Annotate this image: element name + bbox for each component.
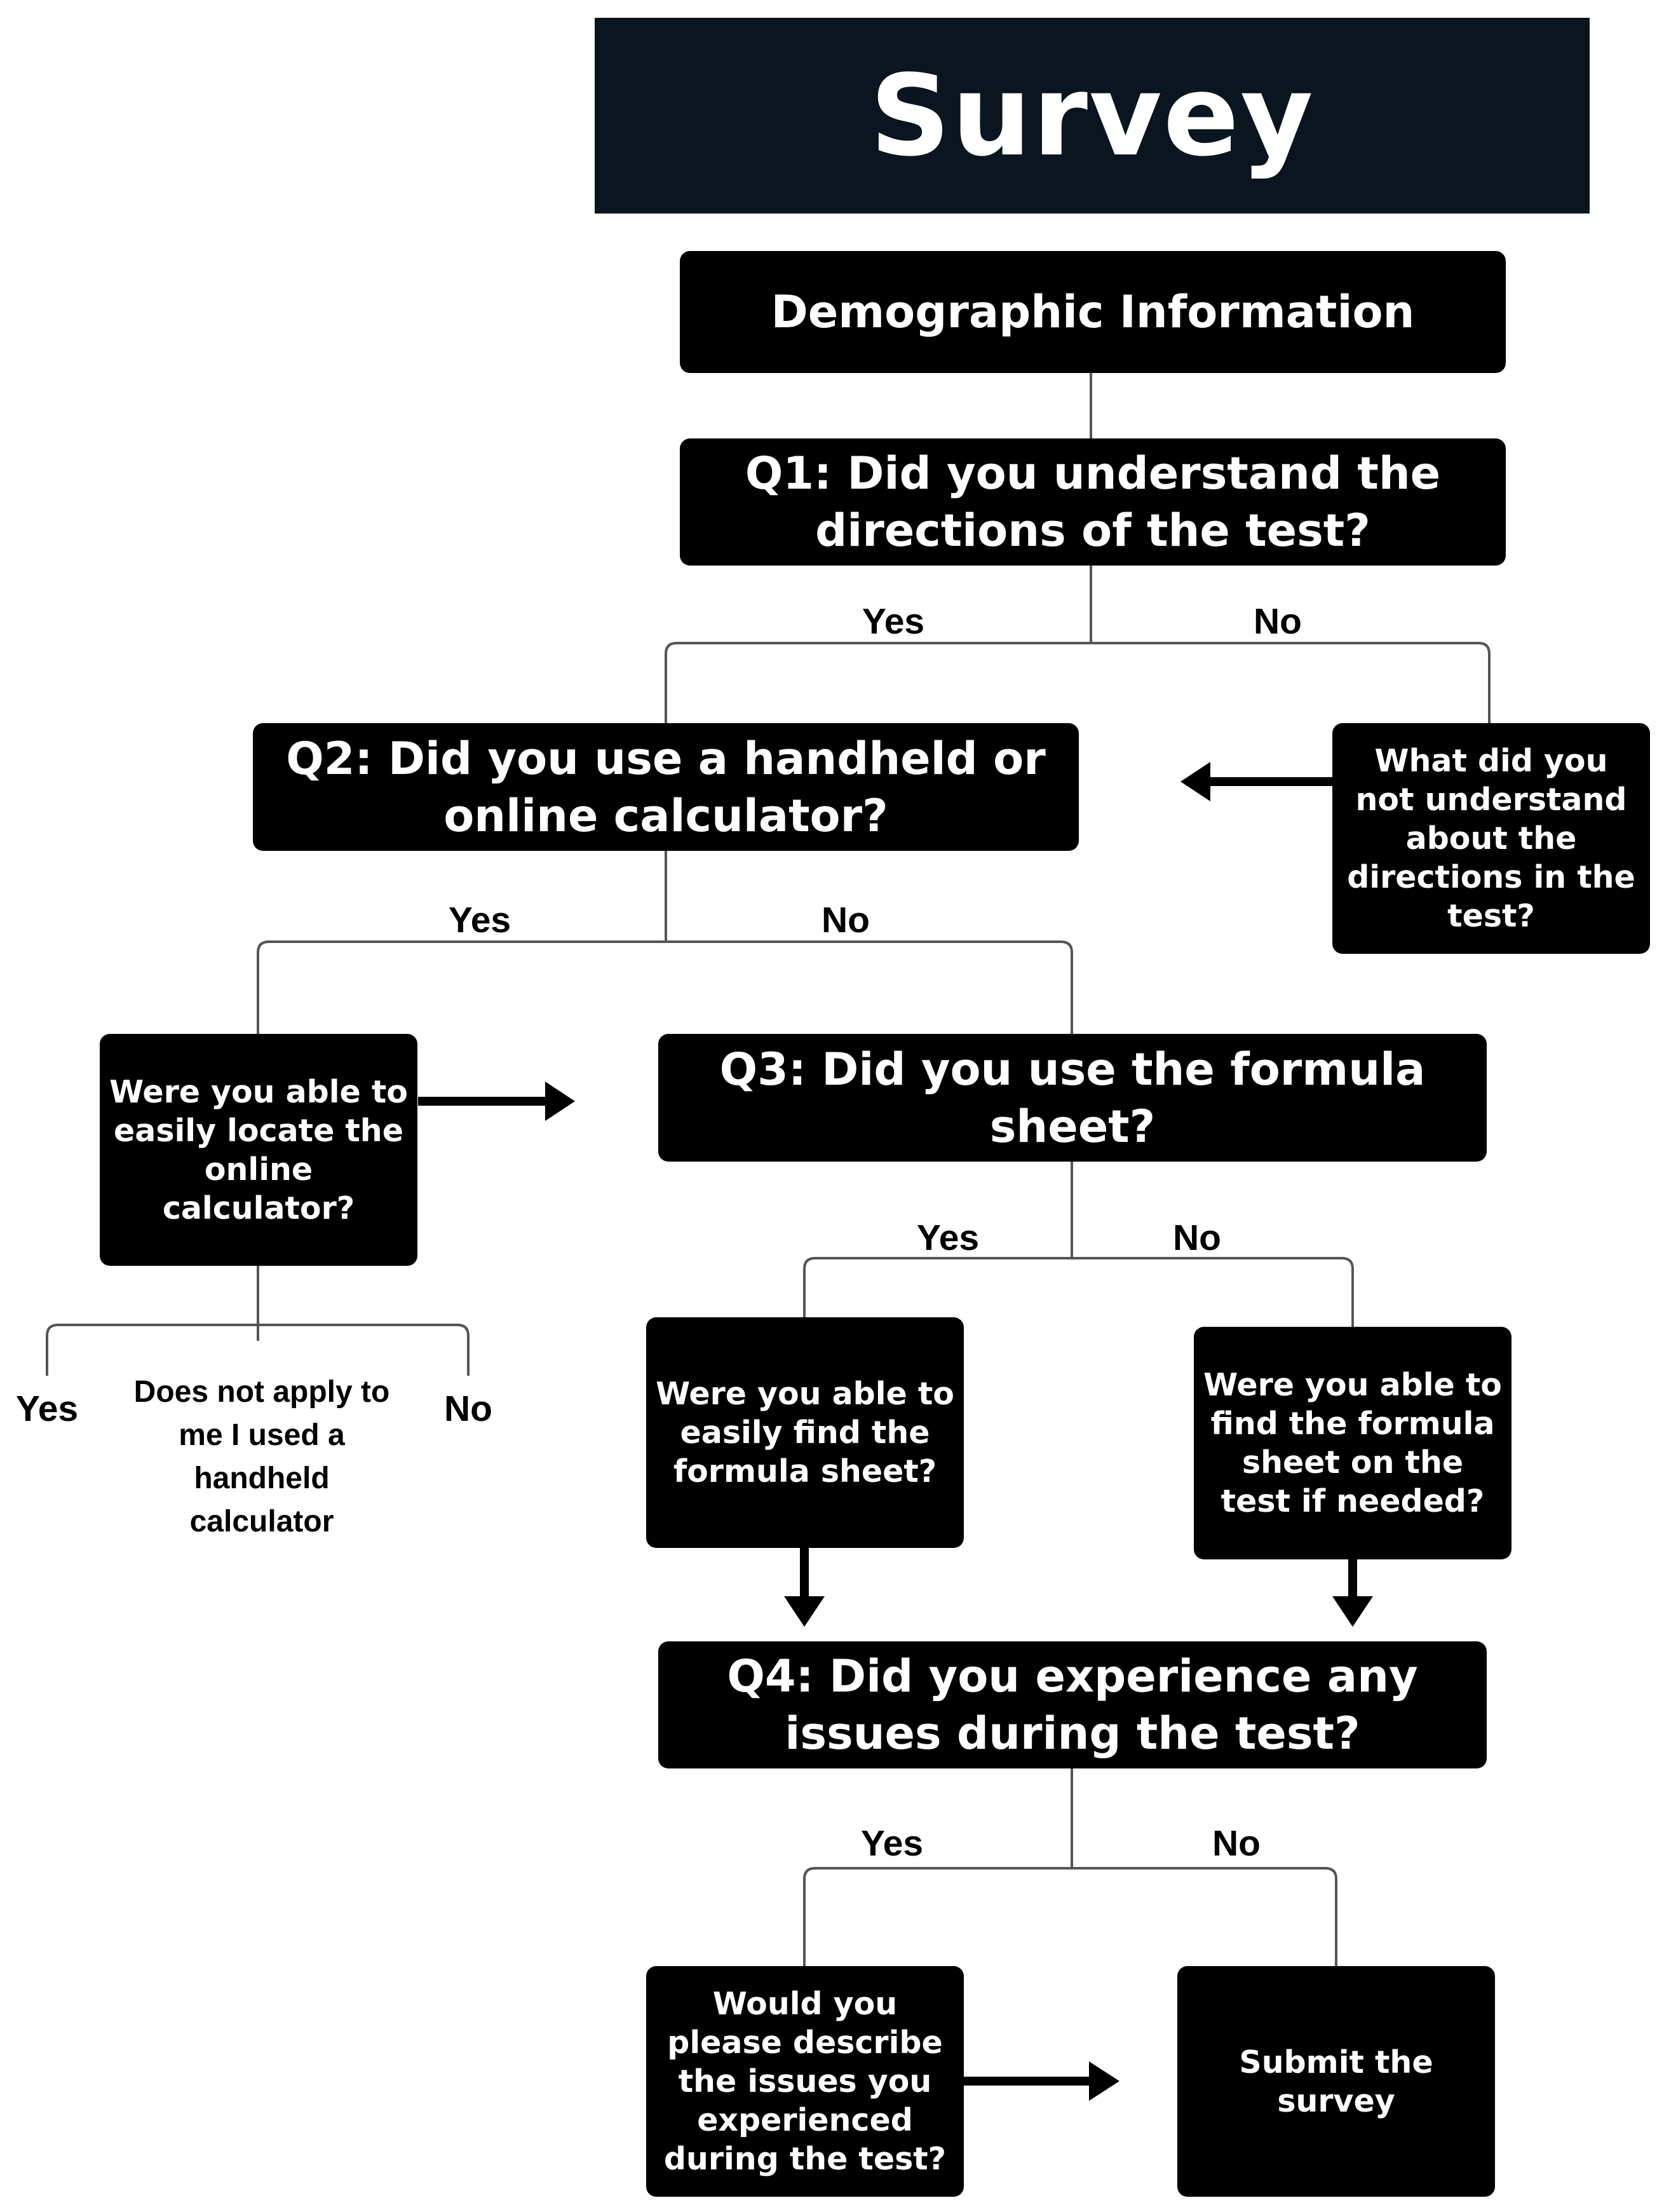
label-q1-yes: Yes: [862, 601, 925, 642]
survey-title-banner: Survey: [595, 18, 1590, 214]
connector-q2-no: [666, 940, 1073, 1034]
label-calc-not-applicable: Does not apply to me I used a handheld c…: [133, 1375, 390, 1538]
arrowhead-q3-yes-to-q4: [784, 1596, 825, 1627]
node-q4-yes-followup: Would you please describe the issues you…: [646, 1966, 964, 2197]
label-q1-no: No: [1254, 601, 1302, 642]
node-calculator-followup: Were you able to easily locate the onlin…: [100, 1034, 417, 1266]
connector-q3-yes: [803, 1257, 1072, 1317]
survey-title: Survey: [870, 50, 1315, 181]
label-calc-no: No: [444, 1388, 492, 1429]
node-q3-yes-followup: Were you able to easily find the formula…: [646, 1317, 964, 1548]
label-q4-no: No: [1212, 1823, 1261, 1864]
label-calc-yes: Yes: [15, 1388, 79, 1429]
arrowhead-calc-to-q3: [545, 1082, 575, 1121]
connector-calc-no: [258, 1324, 470, 1376]
node-q3-no-followup: Were you able to find the formula sheet …: [1194, 1327, 1512, 1559]
label-q2-no: No: [822, 900, 870, 940]
connector-q1-yes: [665, 642, 1091, 723]
label-q4-yes: Yes: [860, 1823, 924, 1864]
label-q2-yes: Yes: [448, 900, 511, 940]
connector-q3-no: [1072, 1257, 1354, 1327]
connector-q1-no: [1091, 642, 1491, 723]
connector-q4-no: [1072, 1867, 1337, 1966]
node-submit-survey: Submit the survey: [1177, 1966, 1495, 2197]
connector-q2-yes: [257, 940, 666, 1034]
node-q1: Q1: Did you understand the directions of…: [680, 438, 1506, 566]
node-demographic-information: Demographic Information: [680, 251, 1506, 373]
node-q4: Q4: Did you experience any issues during…: [658, 1641, 1487, 1768]
connector-q4-yes: [803, 1867, 1072, 1966]
arrowhead-q1-followup-to-q2: [1180, 762, 1210, 801]
arrowhead-q4-yes-to-submit: [1089, 2061, 1119, 2101]
connector-calc-yes: [46, 1324, 258, 1376]
node-q3: Q3: Did you use the formula sheet?: [658, 1034, 1487, 1162]
label-q3-yes: Yes: [916, 1218, 980, 1258]
node-q1-no-followup: What did you not understand about the di…: [1332, 723, 1650, 954]
node-q2: Q2: Did you use a handheld or online cal…: [253, 723, 1079, 851]
label-q3-no: No: [1173, 1218, 1221, 1258]
arrowhead-q3-no-to-q4: [1332, 1596, 1373, 1627]
